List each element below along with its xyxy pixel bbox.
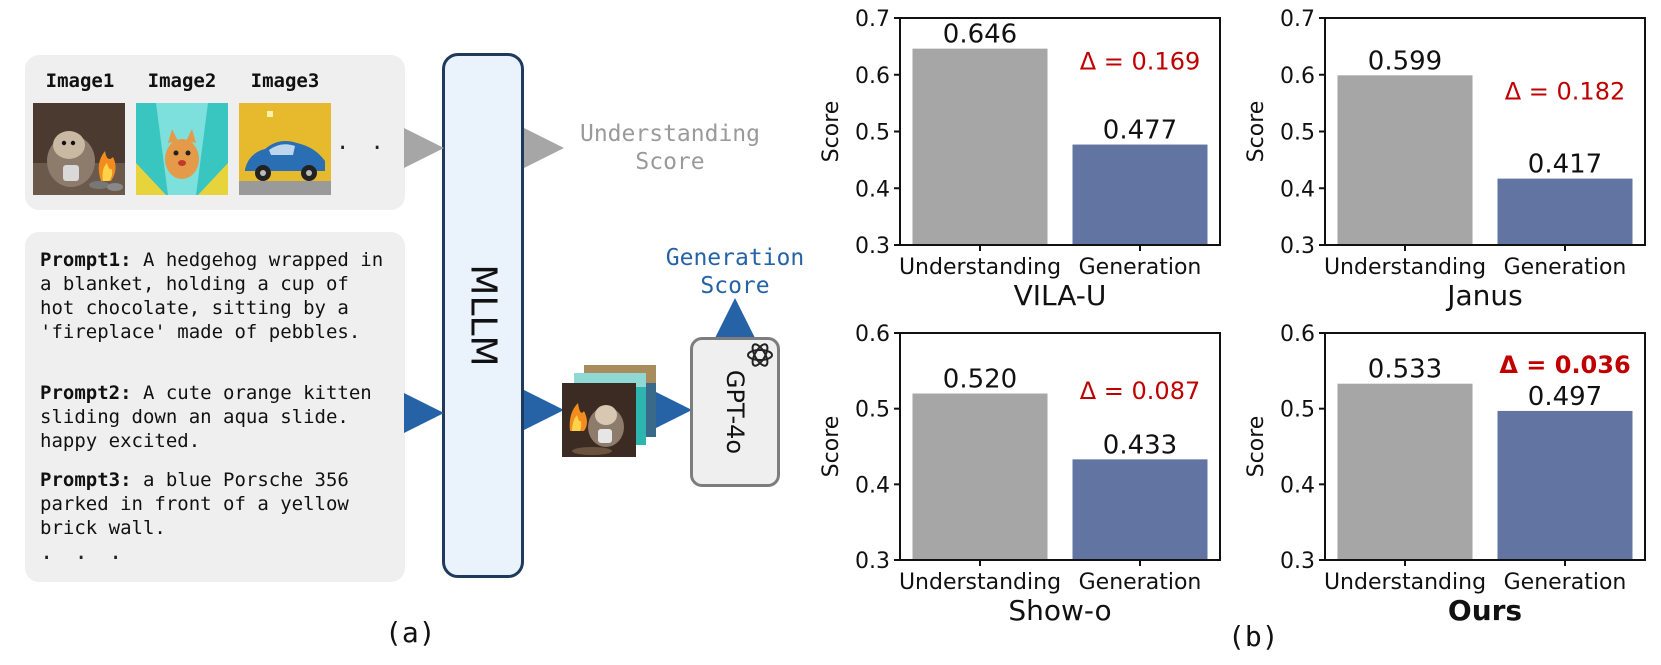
y-tick-label: 0.5 (855, 121, 890, 146)
plot-frame (899, 332, 1221, 561)
caption-a: (a) (385, 616, 436, 649)
generated-images-stack (562, 363, 657, 458)
prompts-ellipsis: . . . (40, 540, 127, 565)
y-tick-label: 0.3 (855, 234, 890, 259)
x-tick-label: Generation (1504, 255, 1627, 280)
bar-understanding (912, 393, 1048, 560)
x-tick-label: Generation (1079, 255, 1202, 280)
y-tick-label: 0.7 (1280, 7, 1315, 32)
mllm-block (442, 53, 524, 578)
y-tick-label: 0.5 (1280, 398, 1315, 423)
understanding-score-label: Understanding Score (579, 121, 760, 175)
prompt2-label: Prompt2: (40, 382, 132, 404)
gpt4o-block (690, 337, 780, 487)
y-tick-label: 0.3 (1280, 234, 1315, 259)
kitten-on-slide-image (136, 103, 228, 195)
bar-understanding (912, 48, 1048, 245)
hedgehog-by-fire-image (33, 103, 125, 195)
prompt3-text: a blue Porsche 356 parked in front of a … (40, 469, 349, 539)
prompt1-text: A hedgehog wrapped in a blanket, holding… (40, 249, 384, 343)
value-label-generation: 0.433 (1103, 430, 1177, 460)
value-label-generation: 0.497 (1528, 382, 1602, 412)
value-label-understanding: 0.599 (1368, 46, 1442, 76)
prompt3-label: Prompt3: (40, 469, 132, 491)
openai-logo-icon (745, 340, 775, 370)
prompt2-text: A cute orange kitten sliding down an aqu… (40, 382, 372, 452)
y-tick-label: 0.4 (855, 473, 890, 498)
y-tick-label: 0.5 (855, 398, 890, 423)
value-label-understanding: 0.520 (943, 365, 1017, 395)
prompt1: Prompt1: A hedgehog wrapped in a blanket… (40, 248, 385, 344)
y-axis-label: Score (819, 416, 844, 478)
chart-title: Janus (1445, 279, 1523, 312)
value-label-generation: 0.417 (1528, 150, 1602, 180)
y-tick-label: 0.4 (1280, 177, 1315, 202)
y-axis-label: Score (1244, 101, 1269, 163)
bar-generation (1072, 144, 1208, 245)
y-tick-label: 0.6 (855, 322, 890, 347)
generation-score-label: Generation Score (665, 245, 805, 299)
chart-title: Show-o (1008, 594, 1111, 627)
prompts-group-box (25, 232, 405, 582)
bar-generation (1072, 459, 1208, 560)
bar-understanding (1337, 75, 1473, 245)
x-tick-label: Understanding (1324, 570, 1486, 595)
delta-annotation: Δ = 0.087 (1080, 377, 1201, 405)
value-label-understanding: 0.533 (1368, 355, 1442, 385)
y-tick-label: 0.6 (1280, 64, 1315, 89)
bar-understanding (1337, 383, 1473, 560)
image1-label: Image1 (45, 70, 115, 92)
value-label-understanding: 0.646 (943, 20, 1017, 50)
x-tick-label: Understanding (899, 255, 1061, 280)
y-tick-label: 0.6 (1280, 322, 1315, 347)
image3-label: Image3 (250, 70, 320, 92)
chart-title: Ours (1448, 594, 1522, 627)
delta-annotation: Δ = 0.182 (1505, 78, 1626, 106)
x-tick-label: Understanding (899, 570, 1061, 595)
prompt3: Prompt3: a blue Porsche 356 parked in fr… (40, 468, 385, 540)
delta-annotation: Δ = 0.169 (1080, 47, 1201, 75)
y-axis-label: Score (819, 101, 844, 163)
blue-porsche-image (239, 103, 331, 195)
y-tick-label: 0.3 (855, 549, 890, 574)
y-axis-label: Score (1244, 416, 1269, 478)
delta-annotation: Δ = 0.036 (1499, 351, 1630, 379)
chart-title: VILA-U (1014, 279, 1107, 312)
value-label-generation: 0.477 (1103, 116, 1177, 146)
x-tick-label: Generation (1079, 570, 1202, 595)
gpt4o-label: GPT-4o (720, 369, 749, 455)
x-tick-label: Generation (1504, 570, 1627, 595)
y-tick-label: 0.7 (855, 7, 890, 32)
bar-generation (1497, 410, 1633, 560)
plot-frame (1324, 332, 1646, 561)
bar-generation (1497, 178, 1633, 245)
x-tick-label: Understanding (1324, 255, 1486, 280)
prompt2: Prompt2: A cute orange kitten sliding do… (40, 381, 385, 453)
y-tick-label: 0.4 (855, 177, 890, 202)
prompt1-label: Prompt1: (40, 249, 132, 271)
y-tick-label: 0.5 (1280, 121, 1315, 146)
y-tick-label: 0.3 (1280, 549, 1315, 574)
image2-label: Image2 (147, 70, 217, 92)
y-tick-label: 0.6 (855, 64, 890, 89)
y-tick-label: 0.4 (1280, 473, 1315, 498)
caption-b: (b) (1228, 620, 1279, 653)
